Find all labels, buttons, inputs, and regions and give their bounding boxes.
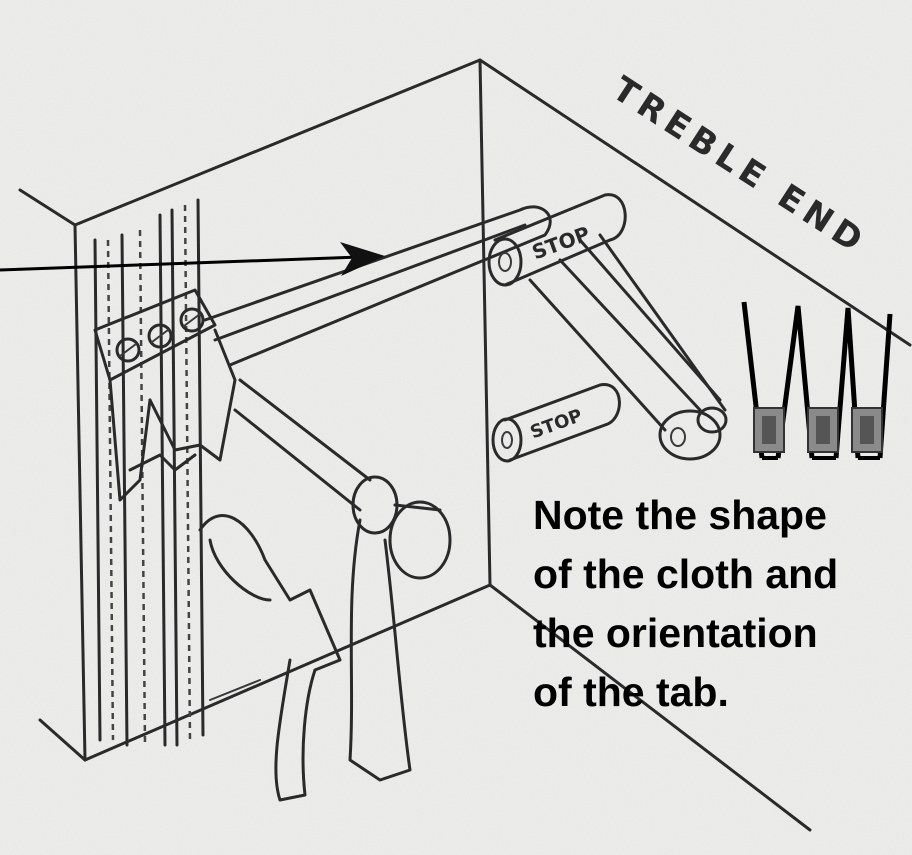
damper-rod <box>203 205 552 367</box>
caption-line: the orientation <box>533 610 818 656</box>
pointer-arrow <box>0 242 385 276</box>
caption-line: of the tab. <box>533 669 729 715</box>
caption-note: Note the shape of the cloth and the orie… <box>533 486 903 722</box>
tab-markers <box>753 407 883 453</box>
caption-line: of the cloth and <box>533 551 839 597</box>
felt-straps <box>198 514 412 802</box>
caption-line: Note the shape <box>533 492 827 538</box>
lever-arms <box>528 233 728 461</box>
lift-shaft <box>233 378 452 580</box>
cabinet-walls <box>18 58 912 832</box>
damper-bracket <box>93 288 237 502</box>
cloth-shape-icon <box>741 301 893 460</box>
